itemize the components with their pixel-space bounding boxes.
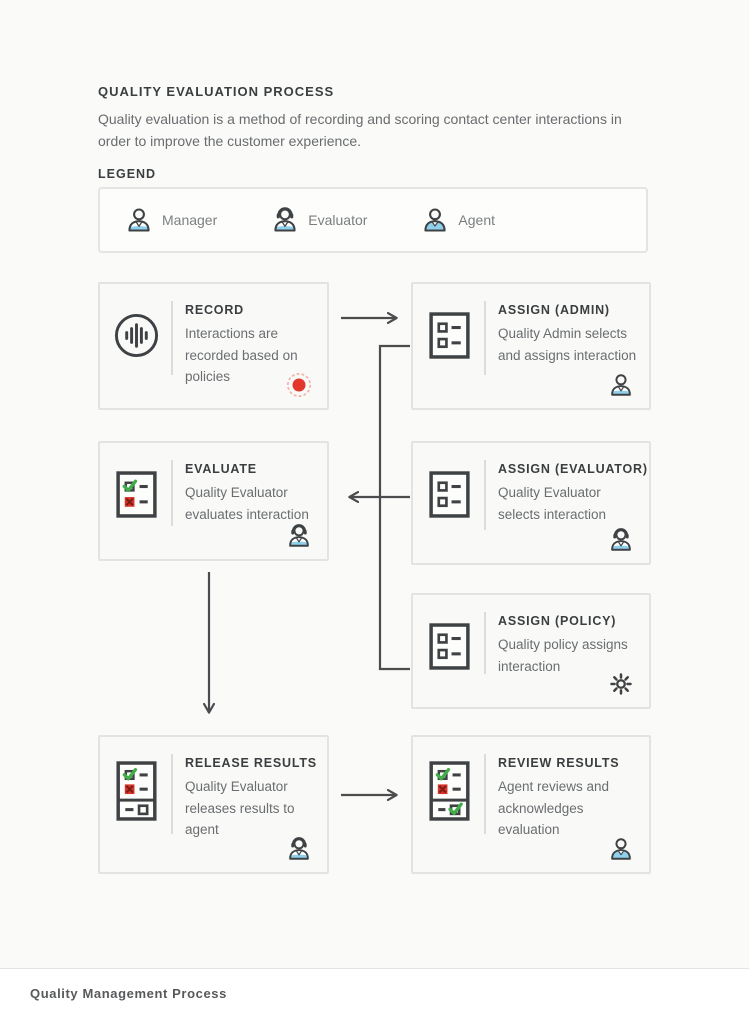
box-title: RECORD: [185, 303, 244, 317]
manager-icon: [128, 208, 150, 232]
box-description: Quality Admin selects and assigns intera…: [498, 326, 637, 363]
page-description: Quality evaluation is a method of record…: [98, 111, 622, 150]
divider: [171, 460, 173, 526]
box-description: Quality Evaluator evaluates interaction: [185, 485, 309, 522]
box-title: RELEASE RESULTS: [185, 756, 317, 770]
recording-dot-icon: [286, 372, 312, 398]
process-box-release-results: RELEASE RESULTS Quality Evaluator releas…: [98, 735, 329, 874]
audio-waveform-icon: [114, 313, 158, 358]
process-box-assign-policy: ASSIGN (POLICY) Quality policy assigns i…: [411, 593, 651, 709]
divider: [484, 301, 486, 375]
release-checklist-icon: [115, 761, 157, 821]
divider: [484, 754, 486, 834]
divider: [171, 754, 173, 834]
gear-icon: [610, 673, 632, 695]
legend-item-label: Evaluator: [308, 212, 368, 228]
legend-item-label: Agent: [458, 212, 496, 228]
legend-label: LEGEND: [98, 167, 157, 181]
evaluator-icon: [271, 206, 299, 234]
agent-icon: [611, 838, 631, 860]
box-description: Quality policy assigns interaction: [498, 637, 628, 674]
legend-item-agent: Agent: [421, 206, 495, 234]
process-box-evaluate: EVALUATE Quality Evaluator evaluates int…: [98, 441, 329, 561]
divider: [484, 612, 486, 674]
checklist-icon: [428, 471, 470, 518]
page-title: QUALITY EVALUATION PROCESS: [98, 84, 335, 99]
box-description: Agent reviews and acknowledges evaluatio…: [498, 779, 610, 838]
agent-icon: [424, 208, 447, 232]
header: QUALITY EVALUATION PROCESS Quality evalu…: [98, 84, 650, 153]
process-box-assign-evaluator: ASSIGN (EVALUATOR) Quality Evaluator sel…: [411, 441, 651, 565]
footer-title: Quality Management Process: [30, 986, 227, 1001]
evaluator-icon: [286, 523, 312, 549]
box-title: ASSIGN (EVALUATOR): [498, 462, 648, 476]
divider: [171, 301, 173, 375]
footer-bar: Quality Management Process: [0, 968, 749, 1024]
box-title: ASSIGN (POLICY): [498, 614, 617, 628]
box-title: REVIEW RESULTS: [498, 756, 620, 770]
checklist-icon: [428, 312, 470, 359]
box-description: Quality Evaluator releases results to ag…: [185, 779, 295, 838]
legend-item-evaluator: Evaluator: [271, 206, 367, 234]
process-box-assign-admin: ASSIGN (ADMIN) Quality Admin selects and…: [411, 282, 651, 410]
box-description: Interactions are recorded based on polic…: [185, 326, 298, 385]
manager-icon: [611, 374, 631, 396]
legend-box: Manager Evaluator Agent: [98, 187, 648, 253]
evaluator-icon: [286, 836, 312, 862]
process-box-review-results: REVIEW RESULTS Agent reviews and acknowl…: [411, 735, 651, 874]
connector-assign-trunk: [378, 344, 410, 671]
checklist-icon: [428, 623, 470, 670]
process-box-record: RECORD Interactions are recorded based o…: [98, 282, 329, 410]
box-title: ASSIGN (ADMIN): [498, 303, 610, 317]
box-title: EVALUATE: [185, 462, 257, 476]
legend-item-manager: Manager: [125, 206, 217, 234]
evaluated-checklist-icon: [115, 471, 157, 518]
review-checklist-icon: [428, 761, 470, 821]
evaluator-icon: [608, 527, 634, 553]
legend-item-label: Manager: [162, 212, 218, 228]
divider: [484, 460, 486, 530]
box-description: Quality Evaluator selects interaction: [498, 485, 607, 522]
